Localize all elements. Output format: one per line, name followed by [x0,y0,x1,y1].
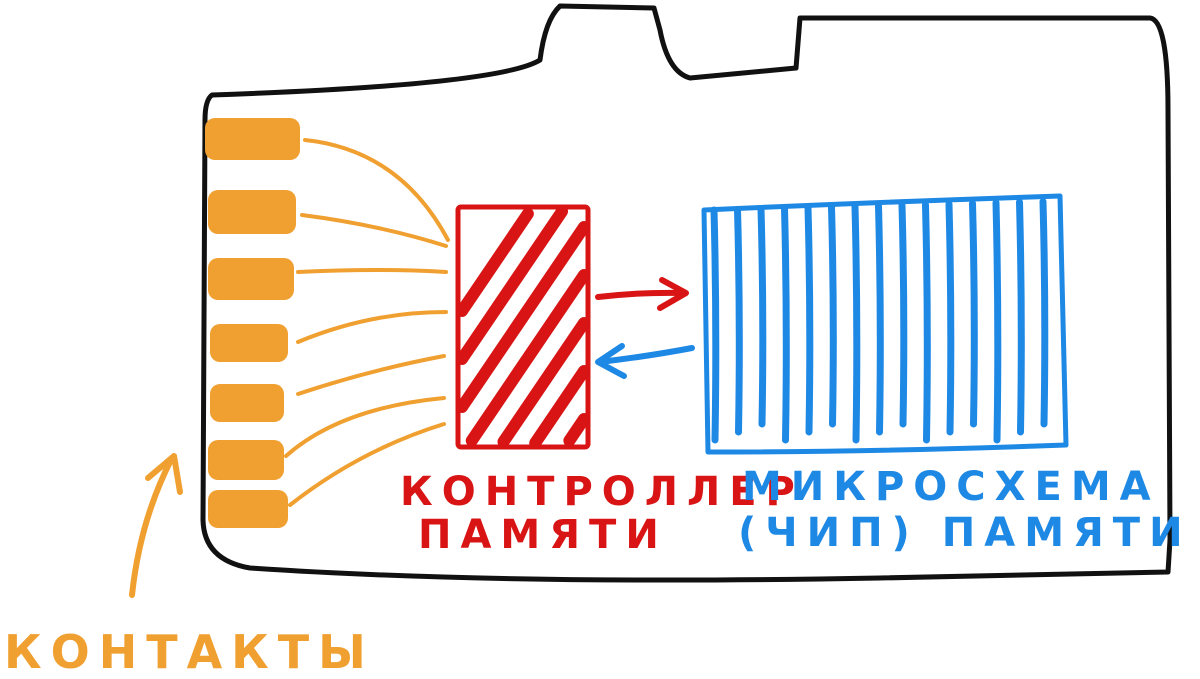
wire [296,310,448,344]
wire [296,268,448,274]
wire [284,396,446,458]
memory-stripe [992,199,1002,444]
hatch-stroke [456,207,534,317]
controller-label-line2: ПАМЯТИ [418,512,668,558]
wire [303,138,450,242]
hatch-stroke [456,221,590,413]
wires-group [284,138,450,507]
memory-stripe [1016,198,1025,436]
memory-stripe [828,203,837,428]
memory-stripes [710,198,1049,444]
memory-stripe [969,199,978,428]
contact-pad [208,258,294,300]
hatch-stroke [497,317,590,448]
hatch-stroke [529,365,590,449]
memory-outline [701,193,1069,455]
contacts-pointer-arrow [129,453,183,598]
memory-label-line2: (ЧИП) ПАМЯТИ [738,510,1192,556]
arrow-to-controller [595,343,695,379]
hatch-stroke [563,413,590,447]
memory-stripe [851,202,861,444]
contact-pad [205,118,300,160]
card-outline [200,3,1173,583]
memory-stripe [945,200,955,436]
controller-block [455,204,591,450]
contacts-group [205,118,300,528]
contact-pad [210,384,284,422]
controller-label-line1: КОНТРОЛЛЕР [400,469,804,515]
contact-pad [208,440,284,480]
hatch-stroke [456,205,569,365]
hatch-stroke [465,269,590,447]
contact-pad [208,190,296,234]
memory-stripe [875,202,884,436]
contact-pad [210,324,288,362]
wire [300,213,448,248]
memory-stripe [710,206,720,444]
memory-stripe [922,201,931,444]
memory-label-line1: МИКРОСХЕМА [742,464,1160,510]
arrow-to-memory [595,277,689,311]
memory-chip-block [701,193,1069,455]
controller-hatching [456,205,590,449]
memory-stripe [781,204,790,444]
contact-pad [208,490,288,528]
memory-stripe [898,201,908,428]
memory-stripe [1039,198,1049,428]
wire [288,422,446,507]
wire [296,354,446,396]
memory-stripe [804,204,814,436]
memory-stripe [757,205,767,428]
memory-stripe [734,205,743,436]
contacts-label: КОНТАКТЫ [4,625,375,679]
